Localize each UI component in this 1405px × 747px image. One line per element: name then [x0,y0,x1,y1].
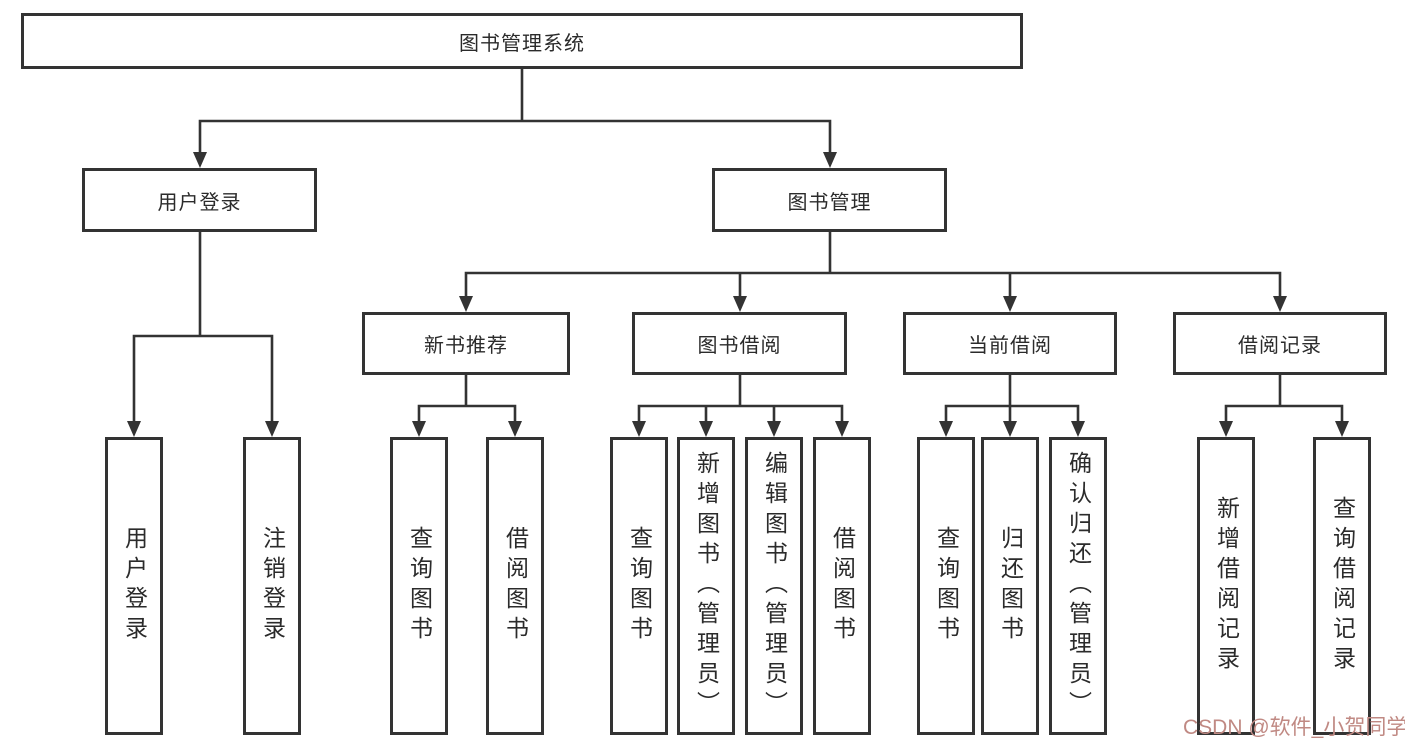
arrowhead-down-icon [508,421,522,437]
node-book-management: 图书管理 [712,168,947,232]
node-book-borrow-label: 图书借阅 [697,335,782,357]
leaf-confirm-return-admin: 确认归还（管理员） [1049,437,1107,735]
csdn-watermark: CSDN @软件_小贺同学 [1183,716,1405,739]
arrowhead-down-icon [459,296,473,312]
arrowhead-down-icon [939,421,953,437]
arrowhead-down-icon [632,421,646,437]
leaf-recommend-query-book: 查询图书 [390,437,448,735]
arrowhead-down-icon [265,421,279,437]
leaf-logout-label: 注销登录 [259,526,286,646]
node-borrow-records-label: 借阅记录 [1238,335,1322,357]
leaf-edit-book-admin-label: 编辑图书（管理员） [761,451,788,721]
node-book-borrow: 图书借阅 [632,312,847,375]
arrowhead-down-icon [1003,421,1017,437]
leaf-query-borrow-record-label: 查询借阅记录 [1329,496,1356,676]
leaf-current-query-book-label: 查询图书 [933,526,960,646]
leaf-borrow-query-book: 查询图书 [610,437,668,735]
leaf-return-book-label: 归还图书 [997,526,1024,646]
leaf-recommend-borrow-book: 借阅图书 [486,437,544,735]
leaf-query-borrow-record: 查询借阅记录 [1313,437,1371,735]
leaf-return-book: 归还图书 [981,437,1039,735]
arrowhead-down-icon [1335,421,1349,437]
leaf-current-query-book: 查询图书 [917,437,975,735]
root-label: 图书管理系统 [459,32,585,55]
leaf-add-borrow-record: 新增借阅记录 [1197,437,1255,735]
arrowhead-down-icon [767,421,781,437]
node-new-book-recommend-label: 新书推荐 [424,335,508,357]
node-book-management-label: 图书管理 [787,191,872,214]
leaf-recommend-borrow-book-label: 借阅图书 [502,526,529,646]
leaf-add-book-admin: 新增图书（管理员） [677,437,735,735]
leaf-add-book-admin-label: 新增图书（管理员） [693,451,720,721]
arrowhead-down-icon [1071,421,1085,437]
node-new-book-recommend: 新书推荐 [362,312,570,375]
node-user-login: 用户登录 [82,168,317,232]
arrowhead-down-icon [823,152,837,168]
arrowhead-down-icon [699,421,713,437]
leaf-borrow-query-book-label: 查询图书 [626,526,653,646]
leaf-user-login: 用户登录 [105,437,163,735]
leaf-borrow-book-label: 借阅图书 [829,526,856,646]
leaf-confirm-return-admin-label: 确认归还（管理员） [1065,451,1092,721]
node-user-login-label: 用户登录 [157,191,242,214]
root-box-library-system: 图书管理系统 [21,13,1023,69]
arrowhead-down-icon [733,296,747,312]
arrowhead-down-icon [1003,296,1017,312]
leaf-logout: 注销登录 [243,437,301,735]
leaf-edit-book-admin: 编辑图书（管理员） [745,437,803,735]
leaf-add-borrow-record-label: 新增借阅记录 [1213,496,1240,676]
node-borrow-records: 借阅记录 [1173,312,1387,375]
leaf-borrow-book: 借阅图书 [813,437,871,735]
arrowhead-down-icon [1273,296,1287,312]
arrowhead-down-icon [1219,421,1233,437]
arrowhead-down-icon [127,421,141,437]
node-current-borrow: 当前借阅 [903,312,1117,375]
arrowhead-down-icon [412,421,426,437]
leaf-recommend-query-book-label: 查询图书 [406,526,433,646]
arrowhead-down-icon [193,152,207,168]
node-current-borrow-label: 当前借阅 [968,335,1052,357]
arrowhead-down-icon [835,421,849,437]
leaf-user-login-label: 用户登录 [121,526,148,646]
